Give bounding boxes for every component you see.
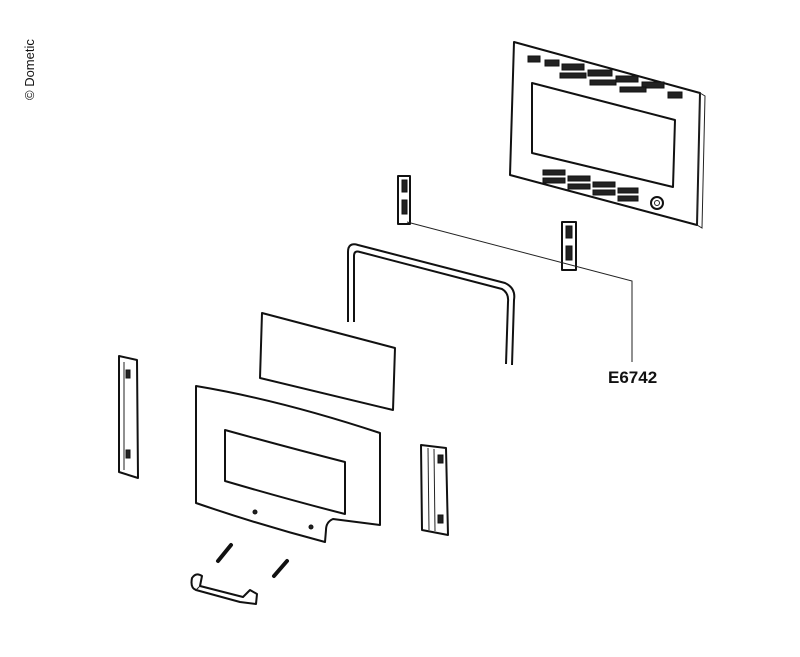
back-panel bbox=[509, 41, 706, 229]
side-trim-left bbox=[118, 355, 139, 479]
door-frame-seal bbox=[347, 243, 516, 366]
side-trim-right bbox=[420, 444, 449, 536]
glass-pane bbox=[259, 312, 396, 411]
part-number-label: E6742 bbox=[608, 368, 658, 387]
hinge-right bbox=[561, 221, 577, 271]
hinge-left bbox=[397, 175, 411, 225]
leader-line bbox=[406, 221, 633, 362]
door-handle bbox=[190, 573, 258, 605]
screw-pins bbox=[216, 543, 289, 578]
front-door-panel bbox=[195, 385, 381, 543]
